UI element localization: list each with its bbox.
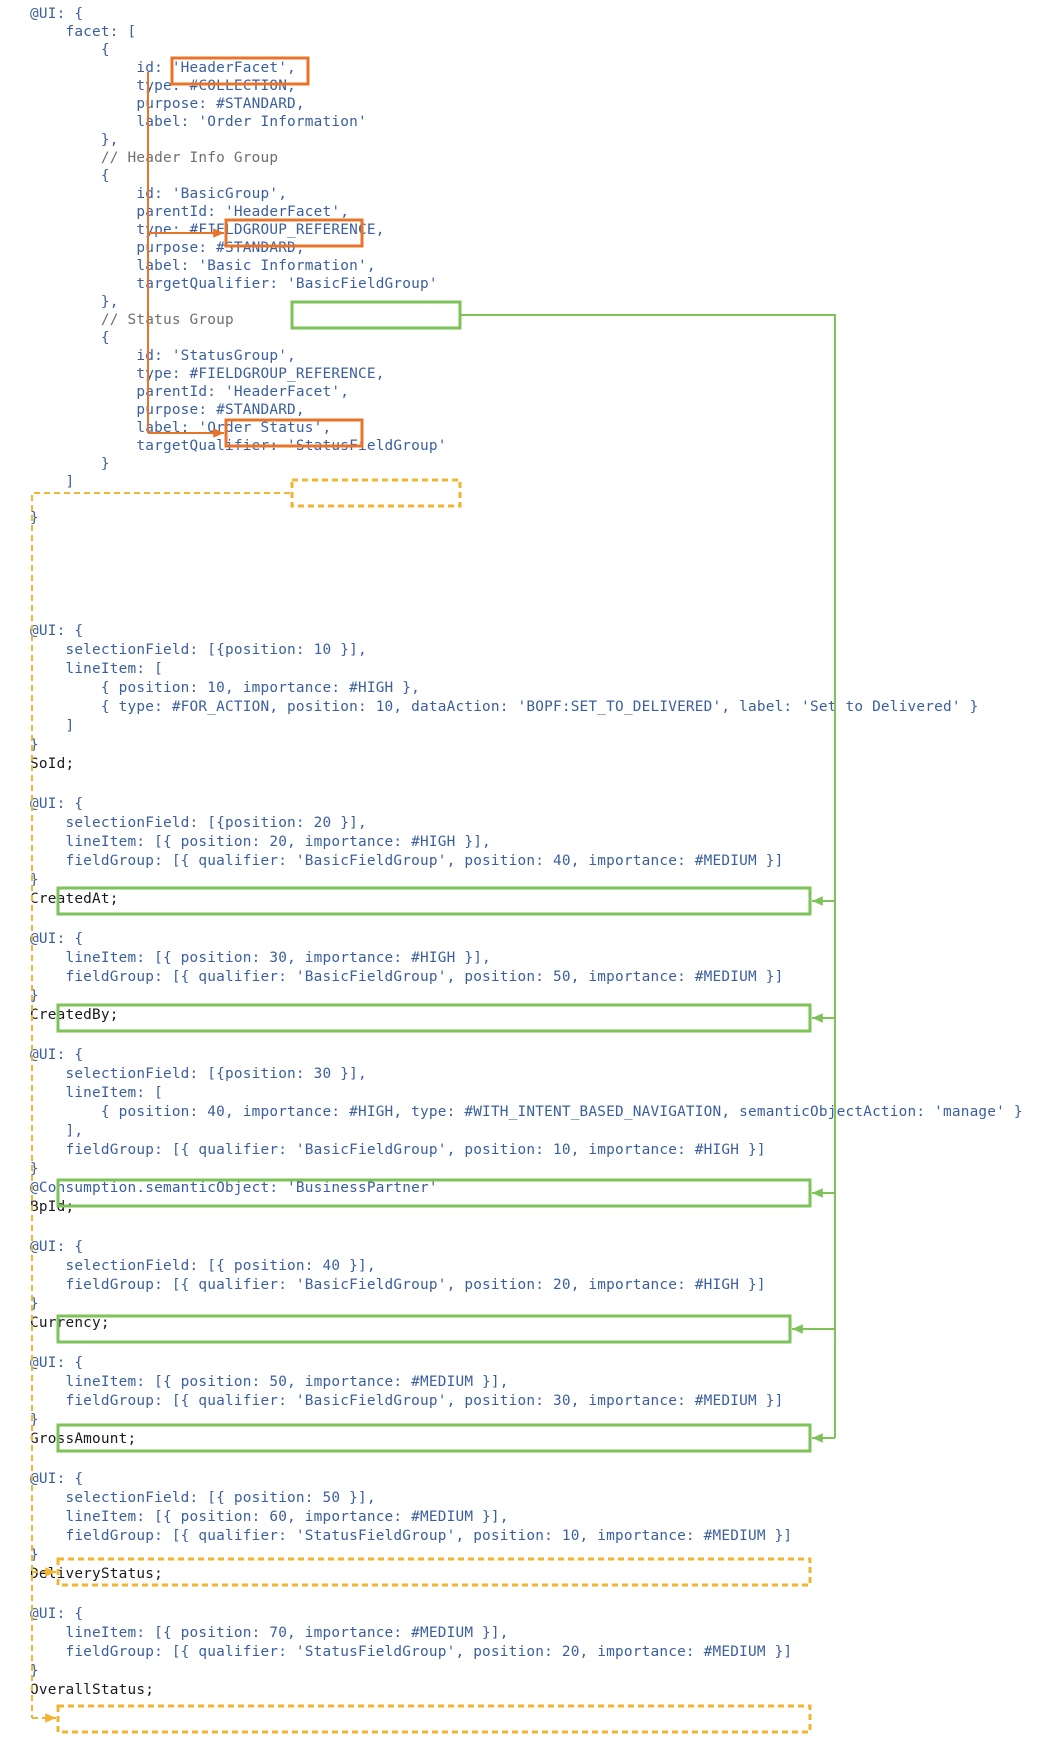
code-line: }, <box>30 294 119 310</box>
field-name: OverallStatus; <box>30 1682 155 1698</box>
code-line: parentId: 'HeaderFacet', <box>30 204 350 220</box>
code-line: lineItem: [{ position: 20, importance: #… <box>30 834 491 850</box>
code-line: } <box>30 1161 39 1177</box>
code-line: lineItem: [ <box>30 1085 163 1101</box>
code-line: { position: 10, importance: #HIGH }, <box>30 680 421 696</box>
field-name: Currency; <box>30 1315 110 1331</box>
code-line: @UI: { <box>30 931 84 947</box>
code-line: type: #COLLECTION, <box>30 78 296 94</box>
field-name: CreatedAt; <box>30 891 119 907</box>
code-line: { type: #FOR_ACTION, position: 10, dataA… <box>30 699 979 715</box>
code-line: selectionField: [{ position: 50 }], <box>30 1490 376 1506</box>
code-line: } <box>30 872 39 888</box>
code-line: id: 'BasicGroup', <box>30 186 288 202</box>
code-line: lineItem: [{ position: 30, importance: #… <box>30 950 491 966</box>
code-line: lineItem: [{ position: 60, importance: #… <box>30 1509 509 1525</box>
field-name: BpId; <box>30 1199 75 1215</box>
code-line: id: 'StatusGroup', <box>30 348 296 364</box>
code-line: @UI: { <box>30 1606 84 1622</box>
code-line: type: #FIELDGROUP_REFERENCE, <box>30 366 385 382</box>
code-line: { <box>30 42 110 58</box>
code-line: ], <box>30 1123 84 1139</box>
code-line: @UI: { <box>30 796 84 812</box>
code-line: } <box>30 510 39 526</box>
code-line: selectionField: [{ position: 40 }], <box>30 1258 376 1274</box>
code-line: { <box>30 330 110 346</box>
code-line: @UI: { <box>30 623 84 639</box>
code-line: } <box>30 1412 39 1428</box>
code-line: } <box>30 1547 39 1563</box>
code-line: } <box>30 456 110 472</box>
code-comment: // Header Info Group <box>30 150 279 166</box>
code-line: selectionField: [{position: 10 }], <box>30 642 367 658</box>
code-line: @UI: { <box>30 1239 84 1255</box>
code-line: targetQualifier: 'StatusFieldGroup' <box>30 438 447 454</box>
code-line: lineItem: [{ position: 50, importance: #… <box>30 1374 509 1390</box>
code-line: label: 'Order Information' <box>30 114 367 130</box>
code-line: fieldGroup: [{ qualifier: 'BasicFieldGro… <box>30 1393 784 1409</box>
code-line: } <box>30 1296 39 1312</box>
code-line: fieldGroup: [{ qualifier: 'StatusFieldGr… <box>30 1644 793 1660</box>
field-name: SoId; <box>30 756 75 772</box>
code-line: facet: [ <box>30 24 137 40</box>
code-line: fieldGroup: [{ qualifier: 'BasicFieldGro… <box>30 853 784 869</box>
code-line: @UI: { <box>30 6 84 22</box>
code-line: parentId: 'HeaderFacet', <box>30 384 350 400</box>
code-line: { <box>30 168 110 184</box>
code-line: @UI: { <box>30 1355 84 1371</box>
field-name: GrossAmount; <box>30 1431 137 1447</box>
code-line: purpose: #STANDARD, <box>30 240 305 256</box>
code-line: } <box>30 1663 39 1679</box>
code-line: { position: 40, importance: #HIGH, type:… <box>30 1104 1023 1120</box>
code-line: label: 'Order Status', <box>30 420 332 436</box>
code-line: fieldGroup: [{ qualifier: 'StatusFieldGr… <box>30 1528 793 1544</box>
field-name: CreatedBy; <box>30 1007 119 1023</box>
code-line: selectionField: [{position: 30 }], <box>30 1066 367 1082</box>
code-line: @UI: { <box>30 1047 84 1063</box>
code-line: @Consumption.semanticObject: 'BusinessPa… <box>30 1180 438 1196</box>
code-line: fieldGroup: [{ qualifier: 'BasicFieldGro… <box>30 1277 766 1293</box>
code-line: targetQualifier: 'BasicFieldGroup' <box>30 276 438 292</box>
code-comment: // Status Group <box>30 312 234 328</box>
code-line: selectionField: [{position: 20 }], <box>30 815 367 831</box>
code-line: @UI: { <box>30 1471 84 1487</box>
code-line: }, <box>30 132 119 148</box>
code-line: } <box>30 988 39 1004</box>
code-line: fieldGroup: [{ qualifier: 'BasicFieldGro… <box>30 969 784 985</box>
code-line: lineItem: [ <box>30 661 163 677</box>
field-name: DeliveryStatus; <box>30 1566 163 1582</box>
code-line: purpose: #STANDARD, <box>30 402 305 418</box>
code-line: } <box>30 737 39 753</box>
code-line: lineItem: [{ position: 70, importance: #… <box>30 1625 509 1641</box>
code-line: ] <box>30 474 75 490</box>
code-line: id: 'HeaderFacet', <box>30 60 296 76</box>
code-line: label: 'Basic Information', <box>30 258 376 274</box>
code-line: purpose: #STANDARD, <box>30 96 305 112</box>
code-line: fieldGroup: [{ qualifier: 'BasicFieldGro… <box>30 1142 766 1158</box>
code-line: type: #FIELDGROUP_REFERENCE, <box>30 222 385 238</box>
code-line: ] <box>30 718 75 734</box>
